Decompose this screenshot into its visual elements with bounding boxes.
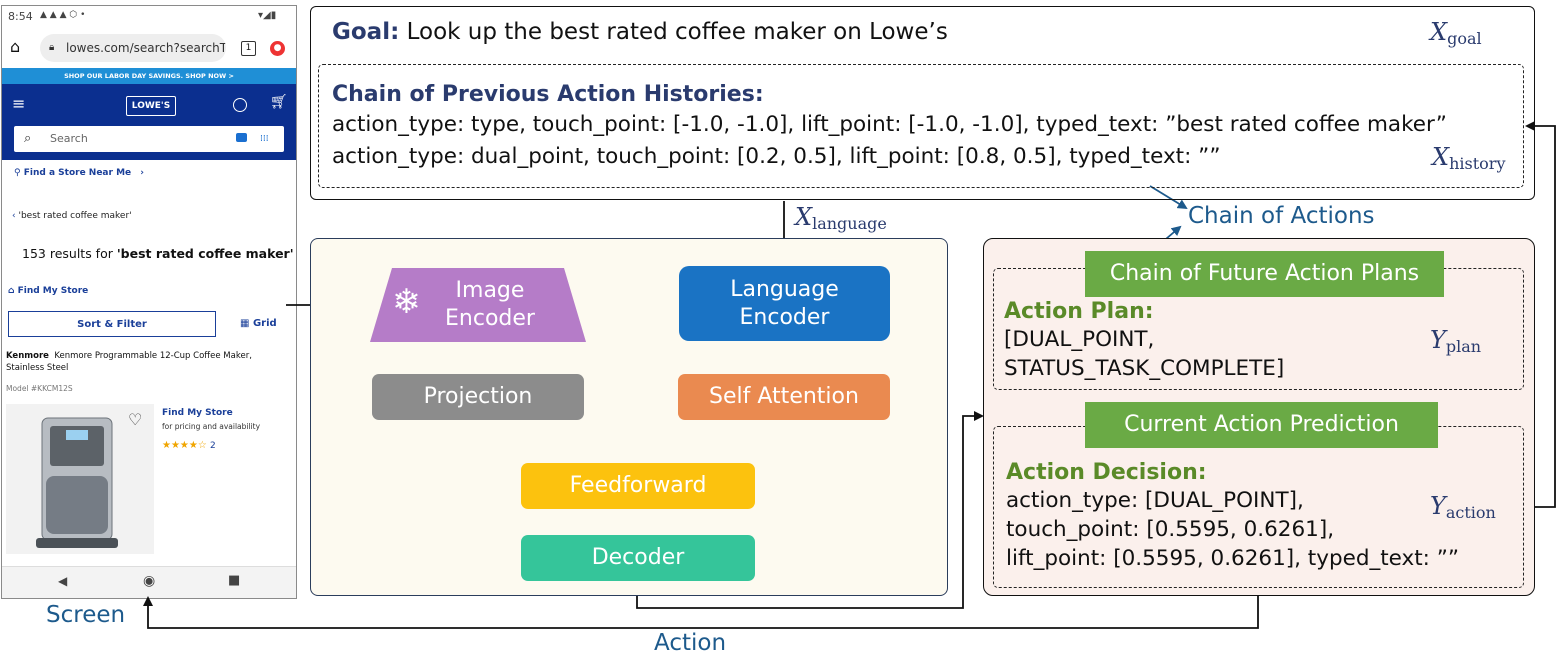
screen-label: Screen: [46, 602, 126, 628]
current-prediction-header: Current Action Prediction: [1085, 402, 1438, 448]
history-line-1: action_type: type, touch_point: [-1.0, -…: [332, 112, 1447, 137]
action-decision-title: Action Decision:: [1006, 460, 1207, 485]
action-label: Action: [654, 630, 727, 656]
product-image[interactable]: [6, 404, 154, 554]
recents-icon[interactable]: ■: [228, 573, 241, 588]
home-icon[interactable]: ⌂: [10, 37, 21, 56]
image-encoder-label: Image Encoder: [445, 278, 535, 331]
store-icon: ⌂: [8, 286, 15, 296]
results-count: 153 results for 'best rated coffee maker…: [22, 246, 294, 261]
star-icons: ★★★★☆: [162, 440, 207, 451]
android-nav-bar: ◀ ◉ ■: [2, 566, 296, 598]
home-button-icon[interactable]: ◉: [143, 573, 156, 589]
history-panel: [318, 64, 1524, 188]
feedforward-block: Feedforward: [521, 463, 755, 509]
action-decision-line-3: lift_point: [0.5595, 0.6261], typed_text…: [1006, 546, 1460, 571]
chain-of-actions-label: Chain of Actions: [1188, 203, 1375, 229]
history-line-2: action_type: dual_point, touch_point: [0…: [332, 144, 1221, 169]
sort-filter-button[interactable]: Sort & Filter: [8, 311, 216, 337]
input-panel: [310, 6, 1535, 200]
phone-screenshot: 8:54 ▲ ▲ ▲ ⬡ • ▾◢▮ ⌂ 🔒︎ lowes.com/search…: [1, 5, 297, 599]
self-attention-block: Self Attention: [678, 374, 890, 420]
coffee-maker-image: [36, 417, 118, 548]
menu-icon[interactable]: ≡: [12, 94, 26, 113]
tab-count-icon[interactable]: 1: [241, 41, 256, 56]
grid-icon: ▦: [240, 318, 250, 329]
snowflake-icon: ❄: [392, 282, 421, 322]
back-icon[interactable]: ◀: [58, 574, 68, 588]
x-goal-symbol: Xgoal: [1430, 18, 1482, 49]
camera-icon[interactable]: [236, 133, 247, 142]
cart-icon[interactable]: 🛒︎: [270, 94, 288, 110]
action-plan-title: Action Plan:: [1004, 299, 1154, 324]
location-pin-icon: ⚲: [14, 168, 21, 178]
goal-line: Goal: Look up the best rated coffee make…: [332, 19, 948, 45]
breadcrumb[interactable]: ‹ 'best rated coffee maker': [12, 211, 132, 221]
product-title[interactable]: Kenmore Kenmore Programmable 12-Cup Coff…: [6, 351, 252, 373]
barcode-icon[interactable]: ⁞⁞⁞: [260, 134, 269, 144]
search-placeholder: Search: [50, 132, 88, 145]
lowes-logo[interactable]: LOWE'S: [126, 96, 176, 116]
promo-banner[interactable]: SHOP OUR LABOR DAY SAVINGS. SHOP NOW >: [2, 68, 296, 84]
chevron-right-icon: ›: [140, 168, 145, 178]
history-feedback-arrow: [1525, 121, 1556, 508]
language-encoder-block: Language Encoder: [679, 266, 890, 341]
future-plans-header: Chain of Future Action Plans: [1085, 251, 1444, 297]
goal-text: Look up the best rated coffee maker on L…: [406, 19, 948, 45]
extension-icon[interactable]: ●: [270, 41, 285, 56]
grid-toggle[interactable]: ▦ Grid: [240, 318, 277, 329]
pricing-note: for pricing and availability: [162, 422, 261, 431]
lock-icon: 🔒︎: [49, 42, 55, 53]
search-icon: ⌕: [24, 131, 32, 146]
model-number: Model #KKCM12S: [6, 384, 73, 393]
action-plan-line-1: [DUAL_POINT,: [1004, 327, 1155, 352]
image-encoder-block: [370, 268, 586, 342]
action-decision-line-2: touch_point: [0.5595, 0.6261],: [1006, 517, 1335, 542]
chevron-left-icon: ‹: [12, 211, 16, 221]
action-feedback-arrow: [143, 588, 1259, 629]
projection-block: Projection: [372, 374, 584, 420]
find-store-near-link[interactable]: ⚲ Find a Store Near Me ›: [14, 168, 145, 178]
status-time: 8:54: [8, 10, 33, 23]
status-icons: ▲ ▲ ▲ ⬡ •: [40, 10, 86, 20]
url-text: lowes.com/search?searchT: [66, 41, 226, 55]
search-input[interactable]: ⌕ Search ⁞⁞⁞: [14, 126, 284, 152]
x-history-symbol: Xhistory: [1432, 143, 1506, 174]
decoder-to-output-arrow: [636, 411, 984, 609]
url-field[interactable]: 🔒︎ lowes.com/search?searchT: [40, 34, 226, 62]
y-action-symbol: Yaction: [1430, 492, 1496, 523]
action-decision-line-1: action_type: [DUAL_POINT],: [1006, 488, 1304, 513]
rating-count[interactable]: 2: [210, 441, 216, 451]
y-plan-symbol: Yplan: [1430, 326, 1482, 357]
x-language-symbol: Xlanguage: [795, 203, 887, 234]
status-bar: 8:54 ▲ ▲ ▲ ⬡ • ▾◢▮: [2, 6, 296, 28]
chain-to-history-arrow: [1149, 185, 1188, 210]
find-my-store-link[interactable]: ⌂ Find My Store: [8, 286, 89, 296]
battery-icon: ▾◢▮: [258, 10, 277, 21]
rating-stars: ★★★★☆ 2: [162, 440, 216, 451]
browser-bar: ⌂ 🔒︎ lowes.com/search?searchT 1 ●: [2, 29, 296, 69]
heart-icon[interactable]: ♡: [128, 410, 143, 429]
action-plan-line-2: STATUS_TASK_COMPLETE]: [1004, 356, 1285, 381]
history-title: Chain of Previous Action Histories:: [332, 82, 764, 107]
store-pricing-link[interactable]: Find My Store: [162, 408, 233, 418]
decoder-block: Decoder: [521, 535, 755, 581]
site-header: ≡ LOWE'S 🛒︎ ⌕ Search ⁞⁞⁞: [2, 84, 296, 160]
account-icon[interactable]: [233, 98, 247, 112]
